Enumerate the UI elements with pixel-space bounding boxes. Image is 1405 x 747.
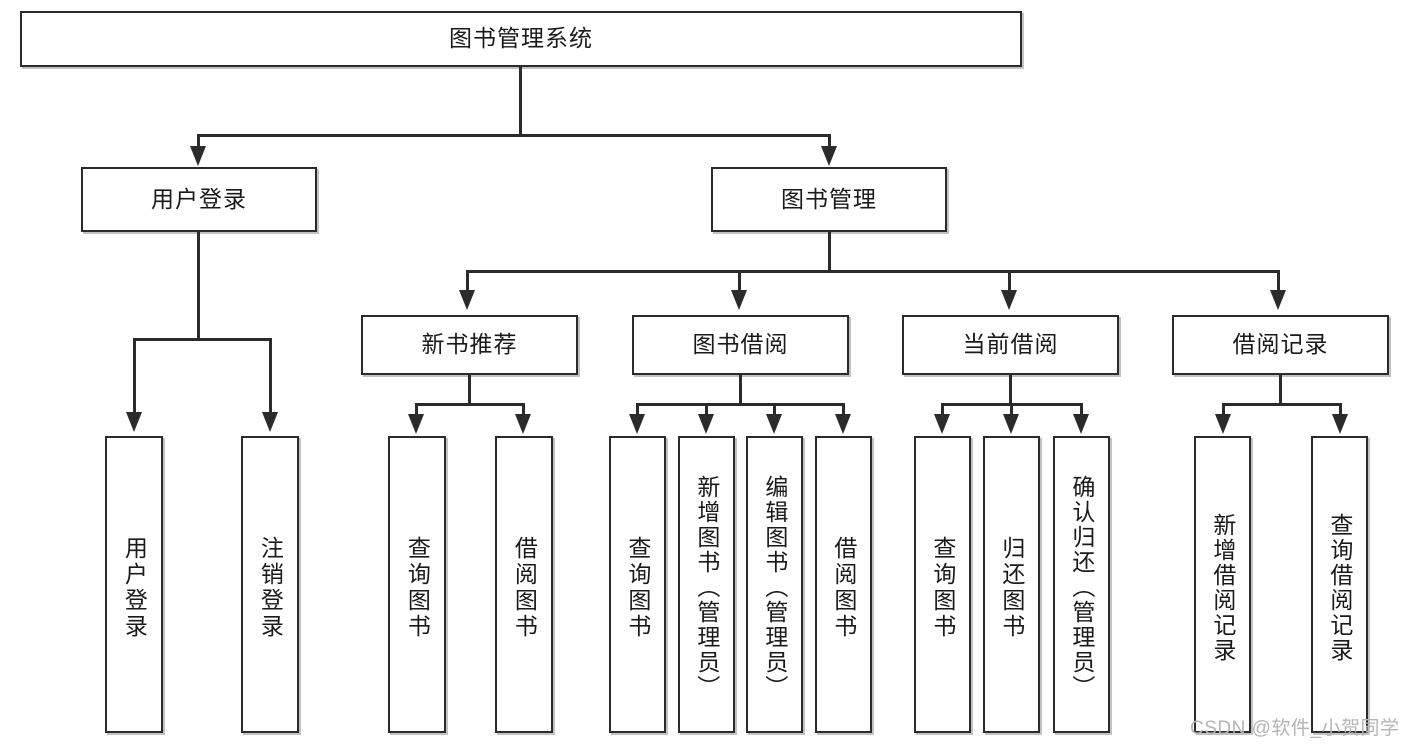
arrow-book-borrow-to-leaf-4 [835, 414, 851, 434]
node-root-system[interactable]: 图书管理系统 [20, 11, 1022, 67]
edge-book-borrow-to-leaf-4 [842, 403, 845, 421]
arrow-root-to-user-login [190, 146, 206, 166]
arrow-current-borrow-to-leaf-1 [934, 414, 950, 434]
edge-root-to-book-mgmt [828, 134, 831, 156]
edge-root-stem [519, 67, 522, 136]
edge-current-borrow-to-leaf-2 [1010, 403, 1013, 421]
node-new-book-recommend[interactable]: 新书推荐 [361, 315, 578, 375]
edge-root-bus [197, 134, 831, 137]
arrow-book-mgmt-to-new-book [459, 290, 475, 310]
edge-user-login-stem [197, 232, 200, 341]
leaf-user-login-logout[interactable]: 注销登录 [241, 436, 299, 733]
leaf-current-borrow-confirm-return[interactable]: 确认归还（管理员） [1053, 436, 1110, 733]
edge-user-login-to-leaf-1 [133, 338, 136, 420]
edge-new-book-to-leaf-1 [415, 403, 418, 421]
node-label: 编辑图书（管理员） [761, 475, 788, 700]
edge-current-borrow-stem [1009, 375, 1012, 405]
node-label: 图书管理系统 [449, 25, 593, 52]
leaf-new-book-query[interactable]: 查询图书 [388, 436, 446, 733]
node-label: 查询借阅记录 [1326, 512, 1353, 663]
edge-book-borrow-stem [739, 375, 742, 405]
node-label: 归还图书 [998, 535, 1025, 640]
edge-book-mgmt-to-borrow [738, 270, 741, 298]
edge-borrow-record-bus [1222, 403, 1342, 406]
arrow-borrow-record-to-leaf-2 [1332, 414, 1348, 434]
node-book-borrow[interactable]: 图书借阅 [632, 315, 849, 375]
edge-new-book-bus [415, 403, 525, 406]
edge-current-borrow-to-leaf-3 [1080, 403, 1083, 421]
leaf-borrow-record-add[interactable]: 新增借阅记录 [1194, 436, 1251, 733]
node-label: 当前借阅 [962, 331, 1059, 358]
arrow-new-book-to-leaf-2 [515, 414, 531, 434]
leaf-book-borrow-borrow[interactable]: 借阅图书 [815, 436, 872, 733]
edge-borrow-record-stem [1279, 375, 1282, 405]
arrow-current-borrow-to-leaf-2 [1003, 414, 1019, 434]
arrow-user-login-to-leaf-2 [262, 412, 278, 432]
leaf-current-borrow-query[interactable]: 查询图书 [914, 436, 971, 733]
node-book-management[interactable]: 图书管理 [711, 167, 947, 232]
edge-book-mgmt-stem [828, 232, 831, 272]
arrow-book-mgmt-to-current [1001, 290, 1017, 310]
edge-current-borrow-to-leaf-1 [941, 403, 944, 421]
node-borrow-record[interactable]: 借阅记录 [1172, 315, 1389, 375]
arrow-user-login-to-leaf-1 [126, 412, 142, 432]
arrow-borrow-record-to-leaf-1 [1215, 414, 1231, 434]
node-label: 查询图书 [929, 535, 956, 640]
edge-book-mgmt-to-record [1277, 270, 1280, 298]
edge-book-borrow-bus [636, 403, 845, 406]
node-label: 新增图书（管理员） [693, 475, 720, 700]
leaf-book-borrow-query[interactable]: 查询图书 [609, 436, 666, 733]
arrow-book-borrow-to-leaf-1 [629, 414, 645, 434]
leaf-user-login-login[interactable]: 用户登录 [105, 436, 163, 733]
edge-book-mgmt-bus [466, 270, 1280, 273]
edge-book-mgmt-to-current [1008, 270, 1011, 298]
node-label: 确认归还（管理员） [1068, 475, 1095, 700]
arrow-book-mgmt-to-borrow [731, 290, 747, 310]
node-label: 新书推荐 [421, 331, 518, 358]
node-label: 查询图书 [404, 535, 431, 640]
node-label: 新增借阅记录 [1209, 512, 1236, 663]
node-label: 图书借阅 [692, 331, 789, 358]
node-label: 查询图书 [624, 535, 651, 640]
edge-user-login-to-leaf-2 [269, 338, 272, 420]
leaf-new-book-borrow[interactable]: 借阅图书 [495, 436, 553, 733]
node-label: 图书管理 [781, 185, 877, 212]
edge-user-login-bus [133, 338, 272, 341]
arrow-book-borrow-to-leaf-3 [766, 414, 782, 434]
edge-book-borrow-to-leaf-2 [705, 403, 708, 421]
leaf-book-borrow-add[interactable]: 新增图书（管理员） [678, 436, 735, 733]
edge-book-borrow-to-leaf-1 [636, 403, 639, 421]
edge-borrow-record-to-leaf-2 [1339, 403, 1342, 421]
node-label: 用户登录 [121, 535, 148, 640]
node-label: 借阅图书 [830, 535, 857, 640]
leaf-current-borrow-return[interactable]: 归还图书 [983, 436, 1040, 733]
edge-book-mgmt-to-new-book [466, 270, 469, 298]
node-current-borrow[interactable]: 当前借阅 [902, 315, 1119, 375]
edge-new-book-stem [468, 375, 471, 405]
arrow-book-mgmt-to-record [1270, 290, 1286, 310]
edge-book-borrow-to-leaf-3 [773, 403, 776, 421]
node-label: 借阅记录 [1232, 331, 1329, 358]
csdn-watermark: CSDN @软件_小贺同学 [1190, 718, 1400, 739]
arrow-new-book-to-leaf-1 [408, 414, 424, 434]
node-label: 注销登录 [257, 535, 284, 640]
edge-new-book-to-leaf-2 [522, 403, 525, 421]
node-user-login[interactable]: 用户登录 [81, 167, 317, 232]
leaf-book-borrow-edit[interactable]: 编辑图书（管理员） [746, 436, 803, 733]
arrow-book-borrow-to-leaf-2 [698, 414, 714, 434]
arrow-root-to-book-mgmt [821, 146, 837, 166]
edge-root-to-user-login [197, 134, 200, 156]
arrow-current-borrow-to-leaf-3 [1073, 414, 1089, 434]
node-label: 借阅图书 [511, 535, 538, 640]
node-label: 用户登录 [151, 185, 247, 212]
leaf-borrow-record-query[interactable]: 查询借阅记录 [1311, 436, 1368, 733]
edge-borrow-record-to-leaf-1 [1222, 403, 1225, 421]
